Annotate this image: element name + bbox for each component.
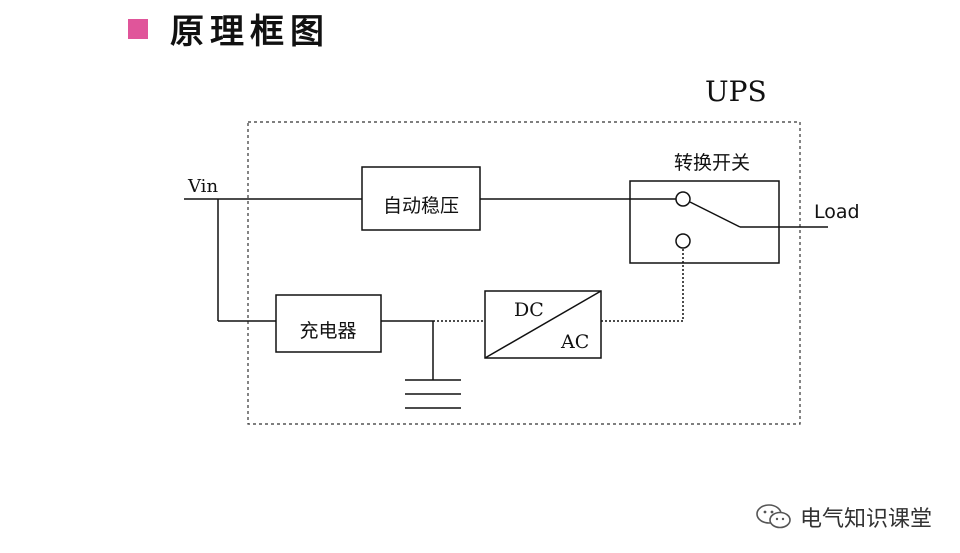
slide-title: 原理框图 (170, 12, 330, 52)
switch-contact-bottom (675, 233, 691, 249)
switch-contact-top (675, 191, 691, 207)
title-bullet-square (128, 18, 148, 39)
regulator-label: 自动稳压 (383, 195, 459, 217)
wechat-icon (756, 504, 791, 529)
ups-enclosure (247, 121, 801, 425)
switch-blade (689, 201, 741, 228)
ups-label: UPS (705, 75, 767, 108)
charger-label: 充电器 (299, 320, 356, 342)
charger-block (275, 294, 382, 353)
watermark-text: 电气知识课堂 (799, 507, 932, 532)
watermark: 电气知识课堂 (754, 501, 932, 533)
slide-header: 原理框图 (128, 4, 330, 53)
load-label: Load (814, 201, 860, 223)
inverter-dc-label: DC (514, 299, 544, 321)
switch-block (629, 180, 780, 264)
vin-label: Vin (187, 176, 218, 197)
switch-label: 转换开关 (674, 152, 750, 174)
inverter-to-switch-dotted (601, 248, 684, 322)
inverter-diagonal (484, 290, 602, 359)
inverter-ac-label: AC (560, 331, 589, 353)
